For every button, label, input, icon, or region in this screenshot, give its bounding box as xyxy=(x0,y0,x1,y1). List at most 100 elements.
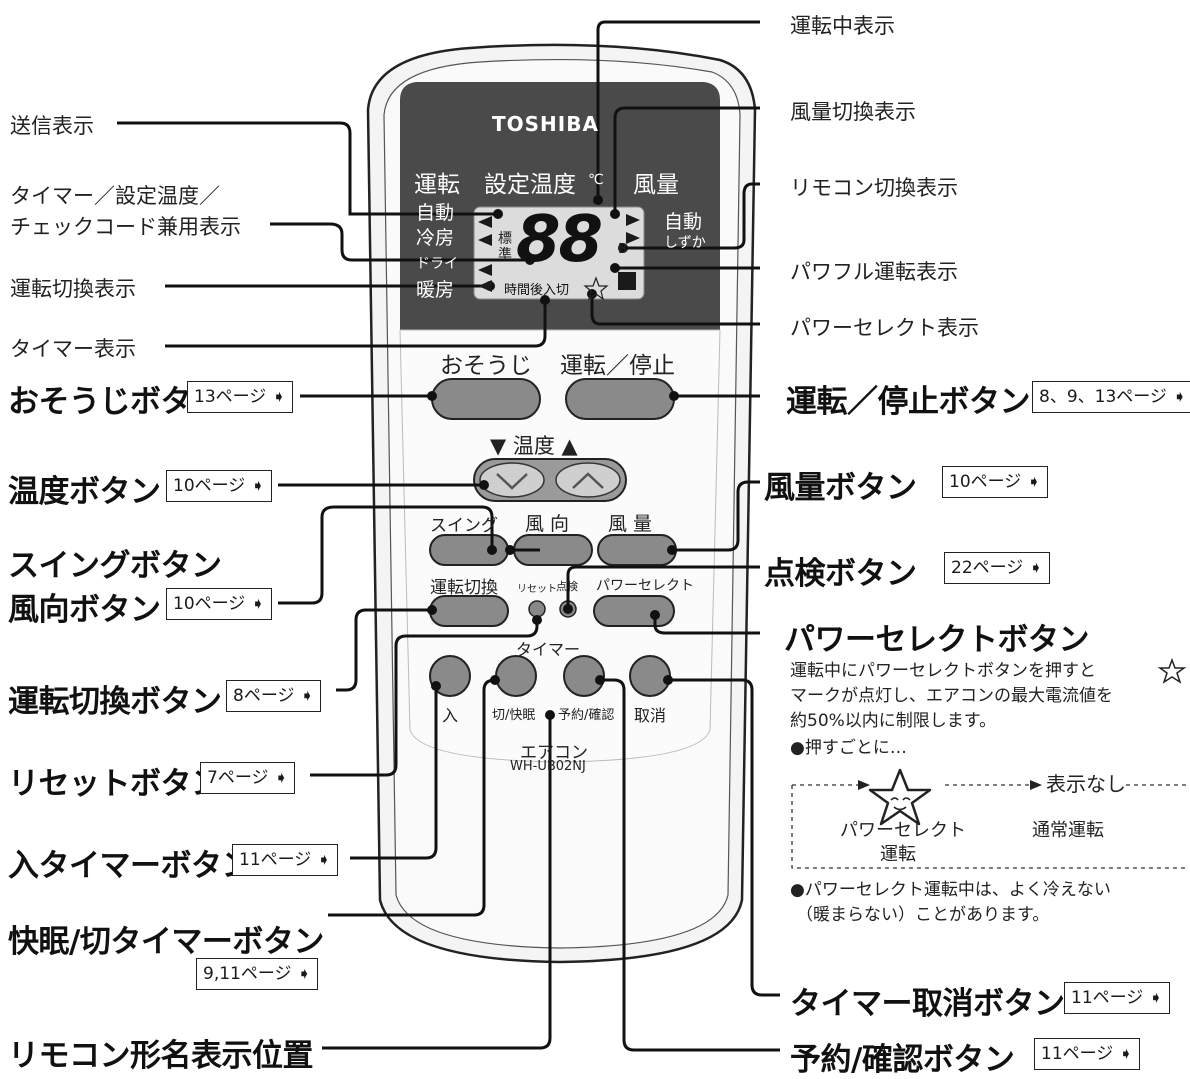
note-star-icon xyxy=(1157,657,1187,684)
lcd-mode-dry: ドライ xyxy=(416,256,458,272)
brand-logo: TOSHIBA xyxy=(492,112,599,136)
label-mode: 運転切換 xyxy=(430,578,498,598)
lcd-b: B xyxy=(618,242,627,257)
temp-page-ref: 10ページ➧ xyxy=(166,470,272,502)
callout-timer: タイマー表示 xyxy=(10,337,136,361)
power-select-button-title: パワーセレクトボタン xyxy=(784,622,1090,658)
arrow-right-icon: ➧ xyxy=(1029,558,1043,577)
chevron-up-icon xyxy=(572,472,604,489)
callout-running: 運転中表示 xyxy=(790,14,895,38)
reserve-page-ref: 11ページ➧ xyxy=(1034,1038,1140,1070)
leader-mode xyxy=(336,608,432,692)
note-press: ●押すごとに… xyxy=(790,738,907,758)
note-warn-1: ●パワーセレクト運転中は、よく冷えない xyxy=(790,880,1111,900)
state-none-label: 表示なし xyxy=(1046,772,1126,796)
temp-down-button xyxy=(479,462,545,498)
leader-timer xyxy=(165,300,547,348)
leader-send xyxy=(117,121,498,216)
lcd-header-fan: 風量 xyxy=(633,172,679,198)
power-page-ref: 8、9、13ページ➧ xyxy=(1032,381,1190,413)
callout-powerful: パワフル運転表示 xyxy=(790,260,958,284)
lcd-mode-cool: 冷房 xyxy=(416,227,455,249)
leader-swing xyxy=(278,505,494,605)
callout-fan-switch: 風量切換表示 xyxy=(790,100,916,124)
note-line-3: 約50%以内に制限します。 xyxy=(790,711,997,731)
leader-reset xyxy=(310,620,539,777)
lcd-fan-auto: 自動 xyxy=(664,211,703,233)
fan-page-ref: 10ページ➧ xyxy=(942,466,1048,498)
swing-button-title: スイングボタン xyxy=(8,548,222,584)
lcd-digits: 88 xyxy=(516,203,603,277)
model-label: エアコン xyxy=(520,743,588,763)
fan-button-title: 風量ボタン xyxy=(764,470,917,506)
leader-on-timer xyxy=(350,686,438,860)
temp-button-title: 温度ボタン xyxy=(8,474,161,510)
timer-reserve-button xyxy=(563,655,605,697)
clean-page-ref: 13ページ➧ xyxy=(187,381,293,413)
on-timer-button-title: 入タイマーボタン xyxy=(8,848,253,884)
lcd-mode-auto: 自動 xyxy=(416,202,455,224)
label-fan: 風 量 xyxy=(608,513,653,535)
label-off: 切/快眠 xyxy=(492,708,536,723)
arrow-right-icon: ➧ xyxy=(297,964,311,983)
note-line-1: 運転中にパワーセレクトボタンを押すと xyxy=(790,661,1096,681)
leader-running xyxy=(596,20,760,200)
label-reset: リセット xyxy=(517,584,557,595)
leader-timer-temp xyxy=(270,222,530,262)
timer-off-button xyxy=(495,655,537,697)
leader-power-select-btn xyxy=(653,615,760,635)
label-power: 運転／停止 xyxy=(560,353,675,379)
arrow-right-icon: ➧ xyxy=(300,686,314,705)
chevron-down-icon xyxy=(496,473,528,490)
label-check: 点検 xyxy=(556,580,578,593)
direction-page-ref: 10ページ➧ xyxy=(166,588,272,620)
sleep-timer-page-ref: 9,11ページ➧ xyxy=(196,958,318,990)
callout-power-select: パワーセレクト表示 xyxy=(790,316,979,340)
direction-button-title: 風向ボタン xyxy=(8,592,161,628)
arrow-right-icon: ➧ xyxy=(272,387,286,406)
leader-sleep-timer xyxy=(328,678,496,917)
arrow-right-icon: ➧ xyxy=(251,476,265,495)
label-direction: 風 向 xyxy=(525,513,570,535)
clean-button-title: おそうじボタン xyxy=(8,384,222,420)
leader-power-select xyxy=(590,294,760,326)
note-warn-2: （暖まらない）ことがあります。 xyxy=(796,905,1050,925)
arrow-right-icon: ➧ xyxy=(317,850,331,869)
reset-page-ref: 7ページ➧ xyxy=(200,762,295,794)
leader-model xyxy=(322,715,552,1050)
state-select-label-2: 運転 xyxy=(880,844,916,865)
label-clean: おそうじ xyxy=(440,353,532,379)
callout-mode-switch: 運転切換表示 xyxy=(10,277,136,301)
power-button xyxy=(565,378,675,420)
reserve-button-title: 予約/確認ボタン xyxy=(790,1042,1015,1078)
check-button-title: 点検ボタン xyxy=(764,556,917,592)
cycle-arrow-icon xyxy=(858,780,870,790)
check-page-ref: 22ページ➧ xyxy=(944,552,1050,584)
leader-cancel xyxy=(668,678,780,997)
lcd-fan-quiet: しずか xyxy=(664,235,706,251)
sleep-timer-button-title: 快眠/切タイマーボタン xyxy=(8,924,324,960)
reset-button xyxy=(528,600,546,618)
arrow-right-icon: ➧ xyxy=(274,768,288,787)
arrow-right-icon: ➧ xyxy=(1149,988,1163,1007)
arrow-right-icon: ➧ xyxy=(1172,387,1187,406)
model-number: WH-UB02NJ xyxy=(510,759,586,774)
label-swing: スイング xyxy=(430,516,498,536)
leader-check xyxy=(566,565,760,609)
star-face-icon xyxy=(868,768,932,826)
clean-button xyxy=(431,378,541,420)
cycle-arrow-icon-2 xyxy=(1030,780,1042,790)
leader-fan xyxy=(672,480,760,552)
note-line-2: マークが点灯し、エアコンの最大電流値を xyxy=(790,686,1113,706)
label-temp: ▼ 温度 ▲ xyxy=(490,434,578,458)
label-cancel: 取消 xyxy=(634,706,667,725)
lcd-header-mode: 運転 xyxy=(414,172,460,198)
arrow-right-icon: ➧ xyxy=(1119,1044,1133,1063)
lcd-header-unit: ℃ xyxy=(588,172,604,188)
callout-send: 送信表示 xyxy=(10,114,94,138)
arrow-right-icon: ➧ xyxy=(251,594,265,613)
lcd-star-icon xyxy=(583,276,609,301)
power-select-button xyxy=(593,595,675,627)
lcd-mode-heat: 暖房 xyxy=(416,279,455,301)
